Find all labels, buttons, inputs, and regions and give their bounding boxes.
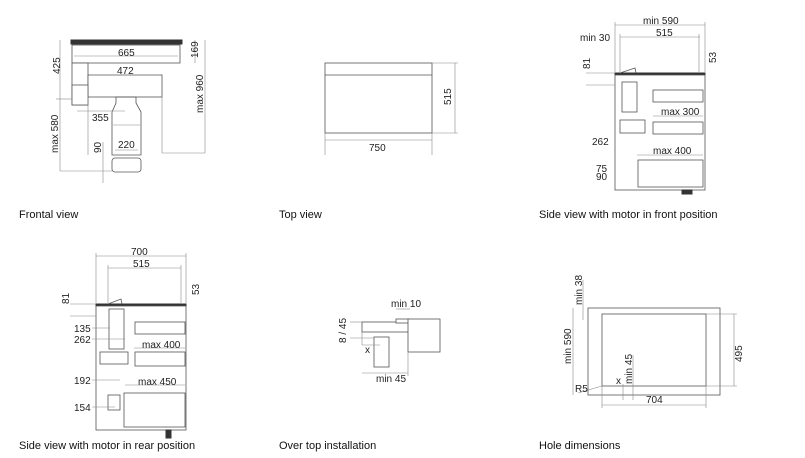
dim-515: 515 (443, 88, 454, 105)
caption-top-view: Top view (279, 209, 322, 221)
dim-min-30: min 30 (580, 33, 610, 44)
dim-x: x (616, 376, 621, 387)
dim-192: 192 (74, 376, 91, 387)
caption-frontal-view: Frontal view (19, 209, 79, 221)
dim-max-300: max 300 (661, 107, 700, 118)
dim-81: 81 (61, 292, 72, 304)
dim-220: 220 (118, 140, 135, 151)
top-view-drawing: 515 750 (324, 62, 458, 155)
dim-704: 704 (646, 395, 663, 406)
dim-750: 750 (369, 143, 386, 154)
caption-hole-dimensions: Hole dimensions (539, 440, 621, 452)
dim-min-590: min 590 (643, 16, 679, 27)
dim-max-450: max 450 (138, 377, 177, 388)
dim-90: 90 (596, 172, 608, 183)
dim-53: 53 (191, 283, 202, 295)
motor (108, 308, 125, 350)
hole-dimensions-drawing: min 38 min 590 495 R5 x min 45 704 (563, 275, 745, 408)
dim-515: 515 (656, 28, 673, 39)
hob-outline (324, 62, 433, 134)
caption-side-rear: Side view with motor in rear position (19, 440, 196, 452)
dim-262: 262 (74, 335, 91, 346)
dim-75: 75 (596, 164, 608, 175)
caption-over-top: Over top installation (279, 440, 377, 452)
dim-min-45: min 45 (624, 354, 635, 384)
dim-515: 515 (133, 259, 150, 270)
dim-min-590: min 590 (563, 328, 574, 364)
dim-472: 472 (117, 66, 134, 77)
motor-unit (111, 96, 142, 156)
dim-max-580: max 580 (50, 114, 61, 153)
motor (621, 81, 638, 113)
hob-plate (70, 39, 183, 45)
dim-53: 53 (708, 51, 719, 63)
dim-max-960: max 960 (195, 74, 206, 113)
dim-max-400: max 400 (142, 340, 181, 351)
dim-169: 169 (190, 41, 201, 58)
dim-8-45: 8 / 45 (338, 318, 349, 343)
side-rear-drawing: 700 515 81 53 135 262 max 400 192 max 45… (61, 247, 202, 439)
over-top-drawing: min 10 8 / 45 x min 45 (338, 299, 441, 385)
dim-665: 665 (118, 48, 135, 59)
dim-135: 135 (74, 324, 91, 335)
dim-min-38: min 38 (574, 275, 585, 305)
dim-r5: R5 (575, 384, 588, 395)
dim-154: 154 (74, 403, 91, 414)
dim-700: 700 (131, 247, 148, 258)
dim-x: x (365, 345, 370, 356)
dim-355: 355 (92, 113, 109, 124)
dim-min-10: min 10 (391, 299, 421, 310)
dim-max-400: max 400 (653, 146, 692, 157)
side-front-drawing: min 590 515 min 30 81 53 max 300 262 max… (580, 16, 719, 195)
caption-side-front: Side view with motor in front position (539, 209, 718, 221)
dim-262: 262 (592, 137, 609, 148)
dim-min-45: min 45 (376, 374, 406, 385)
frontal-view-drawing: 665 472 425 169 355 max 580 max 960 90 2… (50, 39, 206, 183)
dim-425: 425 (52, 57, 63, 74)
cutout-outline (601, 313, 707, 387)
dim-81: 81 (582, 57, 593, 69)
lower-box (87, 74, 163, 98)
dim-90: 90 (93, 141, 104, 153)
dim-495: 495 (734, 345, 745, 362)
upper-box (71, 44, 181, 64)
